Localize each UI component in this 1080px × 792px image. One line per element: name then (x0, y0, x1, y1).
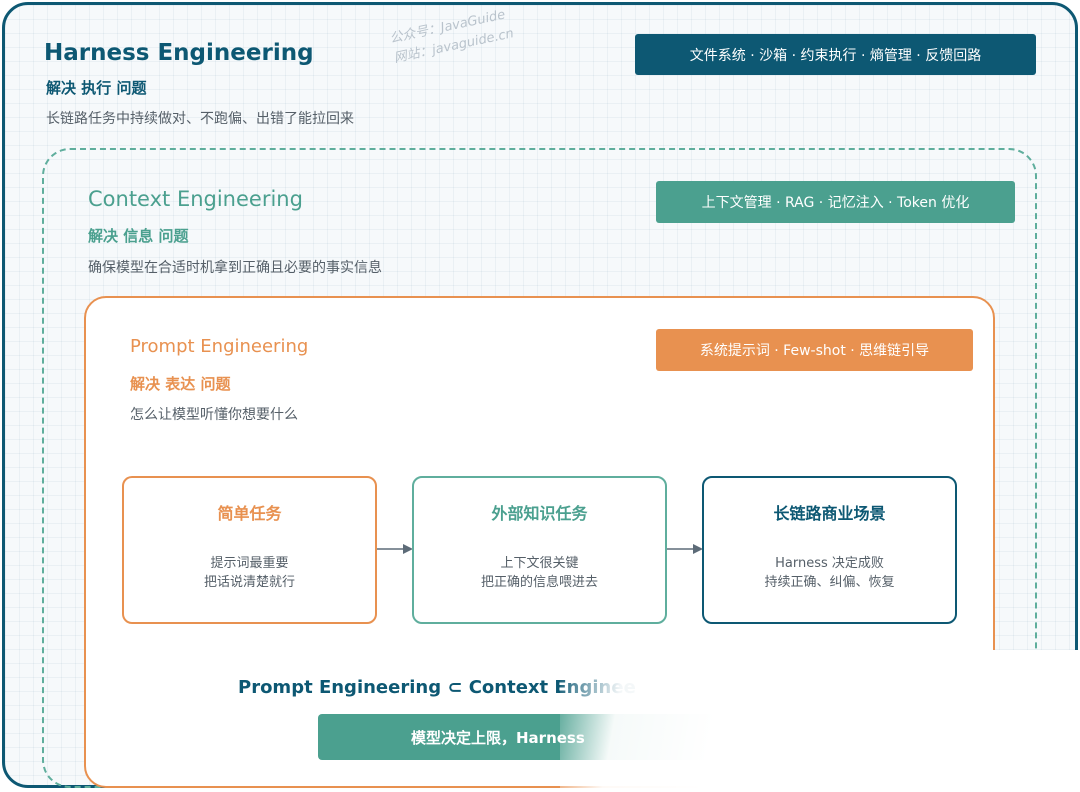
stage-line-2: 持续正确、纠偏、恢复 (764, 575, 895, 590)
harness-solve-label: 解决 执行 问题 (46, 79, 147, 97)
stage-line-1: 上下文很关键 (500, 556, 579, 571)
stage-title: 外部知识任务 (491, 504, 588, 523)
context-tag: 上下文管理 · RAG · 记忆注入 · Token 优化 (656, 181, 1015, 223)
prompt-tag: 系统提示词 · Few-shot · 思维链引导 (656, 329, 973, 371)
stage-title: 简单任务 (217, 504, 282, 523)
stage-line-1: 提示词最重要 (210, 556, 289, 571)
context-description: 确保模型在合适时机拿到正确且必要的事实信息 (88, 260, 382, 276)
arrow-right-icon (667, 544, 703, 554)
harness-description: 长链路任务中持续做对、不跑偏、出错了能拉回来 (46, 111, 354, 127)
stage-external-knowledge-task: 外部知识任务 上下文很关键 把正确的信息喂进去 (412, 476, 667, 624)
context-solve-label: 解决 信息 问题 (88, 227, 189, 245)
arrow-right-icon (377, 544, 413, 554)
stage-line-1: Harness 决定成败 (775, 556, 884, 571)
stage-long-chain-business: 长链路商业场景 Harness 决定成败 持续正确、纠偏、恢复 (702, 476, 957, 624)
conclusion-bar: 模型决定上限，Harness (318, 714, 728, 760)
prompt-solve-label: 解决 表达 问题 (130, 375, 231, 393)
prompt-description: 怎么让模型听懂你想要什么 (130, 407, 298, 423)
stage-title: 长链路商业场景 (773, 504, 886, 523)
stage-simple-task: 简单任务 提示词最重要 把话说清楚就行 (122, 476, 377, 624)
stage-line-2: 把正确的信息喂进去 (480, 575, 598, 590)
context-title: Context Engineering (88, 187, 303, 211)
stage-line-2: 把话说清楚就行 (203, 575, 295, 590)
harness-title: Harness Engineering (44, 40, 314, 66)
harness-tag: 文件系统 · 沙箱 · 约束执行 · 熵管理 · 反馈回路 (635, 34, 1036, 75)
prompt-title: Prompt Engineering (130, 336, 309, 357)
subset-relation-text: Prompt Engineering ⊂ Context Enginee (238, 677, 636, 698)
